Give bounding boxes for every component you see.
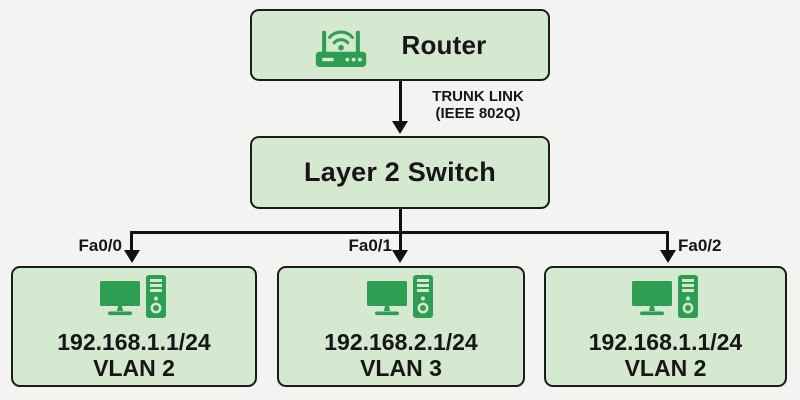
branch-line-fa0-2 (666, 231, 669, 252)
port-label-fa0-0: Fa0/0 (78, 236, 122, 255)
trunk-link-line (399, 81, 402, 123)
trunk-link-label-line1: TRUNK LINK (432, 88, 524, 105)
router-label: Router (401, 29, 487, 60)
port-label-fa0-2: Fa0/2 (678, 236, 722, 255)
arrowhead-icon (392, 121, 408, 134)
branch-line-fa0-0 (130, 231, 133, 252)
switch-label: Layer 2 Switch (304, 157, 496, 187)
arrowhead-icon (659, 250, 676, 263)
trunk-link-label-line2: (IEEE 802Q) (435, 105, 521, 122)
wifi-router-icon (314, 21, 368, 69)
desktop-pc-icon (100, 275, 168, 320)
host-vlan: VLAN 3 (360, 355, 442, 381)
host-node-3: 192.168.1.1/24 VLAN 2 (544, 266, 787, 387)
branch-line-fa0-1 (399, 231, 402, 252)
desktop-pc-icon (367, 275, 435, 320)
host-vlan: VLAN 2 (93, 355, 175, 381)
host-ip: 192.168.2.1/24 (324, 329, 478, 355)
arrowhead-icon (392, 250, 408, 263)
switch-stem-line (399, 209, 402, 233)
router-node: Router (250, 9, 550, 81)
host-node-2: 192.168.2.1/24 VLAN 3 (277, 266, 525, 387)
desktop-pc-icon (631, 275, 700, 320)
switch-node: Layer 2 Switch (250, 136, 550, 209)
host-node-1: 192.168.1.1/24 VLAN 2 (11, 266, 257, 387)
host-vlan: VLAN 2 (624, 355, 707, 381)
port-label-fa0-1: Fa0/1 (348, 236, 392, 255)
trunk-link-label: TRUNK LINK (IEEE 802Q) (410, 88, 546, 122)
host-ip: 192.168.1.1/24 (588, 329, 743, 355)
arrowhead-icon (123, 250, 140, 263)
host-ip: 192.168.1.1/24 (57, 329, 211, 355)
